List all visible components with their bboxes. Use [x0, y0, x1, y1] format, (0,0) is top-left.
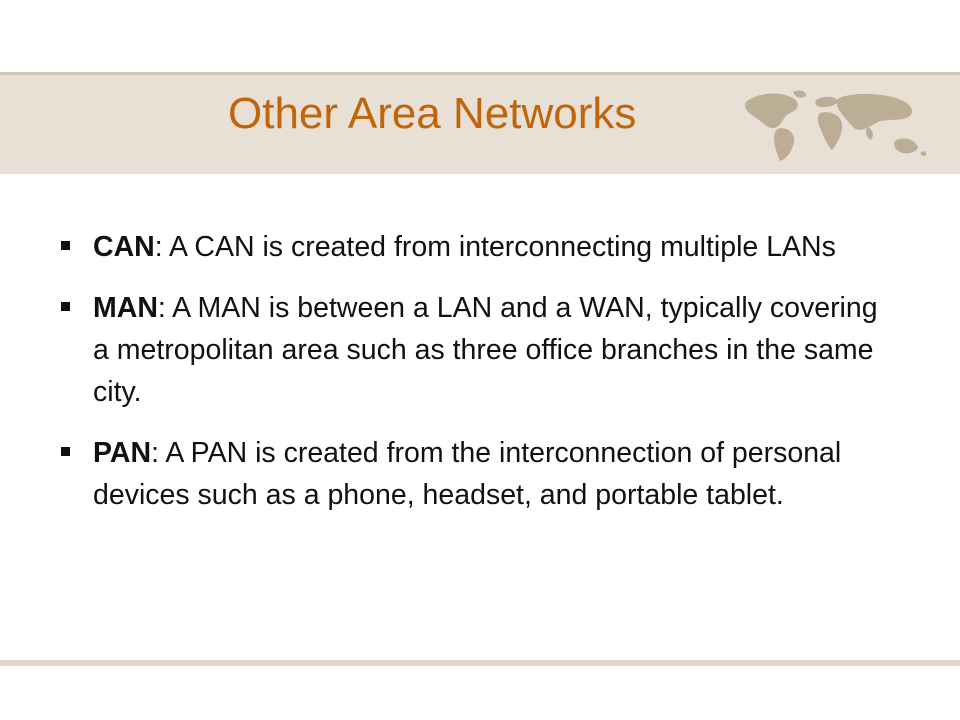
title-band [0, 72, 960, 174]
bullet-text: : A CAN is created from interconnecting … [154, 231, 836, 263]
bullet-item-can: CAN: A CAN is created from interconnecti… [58, 226, 898, 268]
bullet-item-pan: PAN: A PAN is created from the interconn… [58, 432, 898, 516]
square-bullet-icon [61, 447, 70, 456]
bullet-term: PAN [93, 437, 152, 469]
bottom-rule [0, 660, 960, 666]
bullet-term: CAN [93, 231, 155, 263]
bullet-list: CAN: A CAN is created from interconnecti… [58, 226, 898, 535]
square-bullet-icon [61, 302, 70, 311]
bullet-text: : A MAN is between a LAN and a WAN, typi… [93, 292, 878, 408]
bullet-term: MAN [93, 292, 158, 324]
bullet-item-man: MAN: A MAN is between a LAN and a WAN, t… [58, 287, 898, 413]
bullet-text: : A PAN is created from the interconnect… [93, 437, 842, 511]
world-map-icon [745, 90, 927, 161]
square-bullet-icon [61, 241, 70, 250]
slide-title: Other Area Networks [228, 89, 637, 138]
